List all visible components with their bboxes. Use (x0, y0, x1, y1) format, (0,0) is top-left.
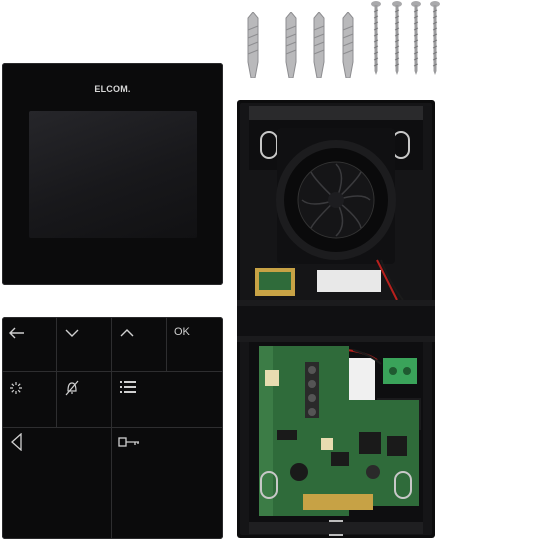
screw (411, 1, 421, 75)
light-icon (10, 382, 22, 394)
chevron-up-icon (120, 329, 134, 337)
circuit-board (259, 346, 419, 516)
key-chevron-down[interactable] (57, 317, 112, 372)
arrow-left-icon (9, 327, 24, 339)
key-menu[interactable] (112, 372, 223, 428)
key-mute[interactable] (57, 372, 112, 428)
menu-list-icon (120, 381, 136, 393)
terminal-block (383, 358, 417, 384)
ok-label: OK (174, 326, 190, 338)
screw (392, 1, 402, 75)
key-arrow-left[interactable] (2, 317, 57, 372)
loudspeaker (276, 128, 396, 264)
key-icon (118, 437, 139, 447)
key-door-open[interactable] (112, 428, 223, 539)
video-monitor: ELCOM. (2, 63, 223, 285)
brand-logo: ELCOM. (94, 84, 131, 94)
screw (371, 1, 381, 75)
monitor-screen (29, 111, 197, 238)
keypad-panel: OK (2, 317, 223, 539)
mount-hole (394, 471, 412, 499)
key-chevron-up[interactable] (112, 317, 167, 372)
door-station-unit (237, 100, 435, 538)
wall-anchor (313, 12, 325, 78)
key-ok[interactable]: OK (167, 317, 223, 372)
mount-hole (392, 131, 410, 159)
key-speak[interactable] (2, 428, 112, 539)
chevron-down-icon (65, 329, 79, 337)
mount-hole (260, 471, 278, 499)
wall-anchor (247, 12, 259, 78)
key-light[interactable] (2, 372, 57, 428)
wall-anchor (285, 12, 297, 78)
wall-anchor (342, 12, 354, 78)
speaker-icon (11, 433, 22, 451)
bell-muted-icon (65, 380, 79, 396)
screw (430, 1, 440, 75)
